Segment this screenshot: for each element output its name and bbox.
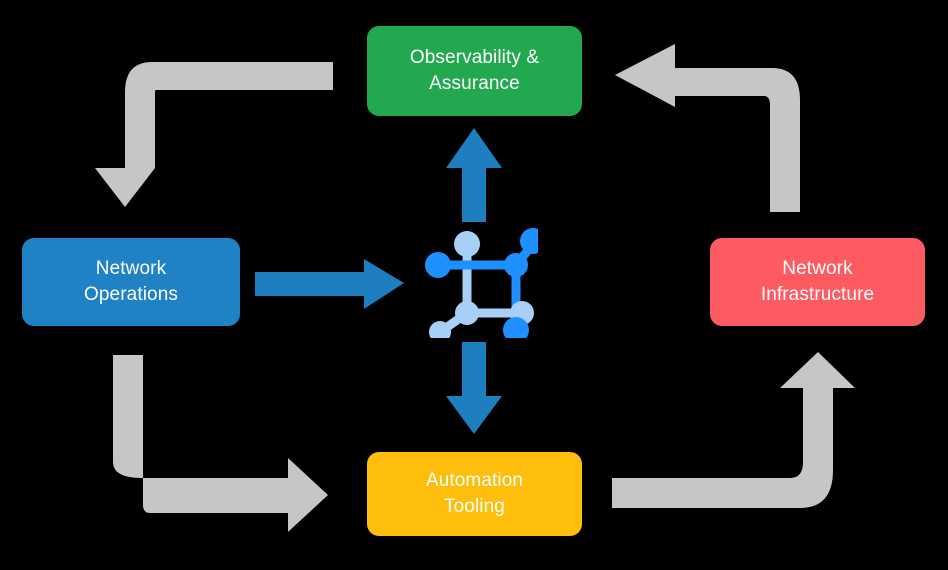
node-box-automation-tooling[interactable]: Automation Tooling xyxy=(367,452,582,536)
connector-network-operations-to-center xyxy=(255,259,404,309)
topology-node-top-light xyxy=(454,231,480,257)
network-topology-icon xyxy=(425,228,538,338)
node-box-network-operations[interactable]: Network Operations xyxy=(22,238,240,326)
connector-network-operations-to-automation-tooling xyxy=(113,355,328,532)
connector-observability-to-network-operations xyxy=(95,62,333,207)
topology-nodes-light xyxy=(429,231,534,338)
topology-node-bottom-left-light xyxy=(429,321,451,338)
node-box-observability[interactable]: Observability & Assurance xyxy=(367,26,582,116)
connector-center-to-observability xyxy=(446,128,502,222)
node-box-network-infrastructure[interactable]: Network Infrastructure xyxy=(710,238,925,326)
topology-node-hub-dark xyxy=(504,253,528,277)
topology-node-center-light xyxy=(455,301,479,325)
topology-nodes-dark xyxy=(425,228,538,338)
topology-node-bottom-dark xyxy=(503,317,529,338)
topology-node-left-dark xyxy=(425,252,451,278)
connector-center-to-automation-tooling xyxy=(446,342,502,434)
topology-node-top-right-dark xyxy=(520,228,538,254)
connector-network-infrastructure-to-observability xyxy=(615,44,800,212)
connector-automation-tooling-to-network-infrastructure xyxy=(612,352,855,508)
